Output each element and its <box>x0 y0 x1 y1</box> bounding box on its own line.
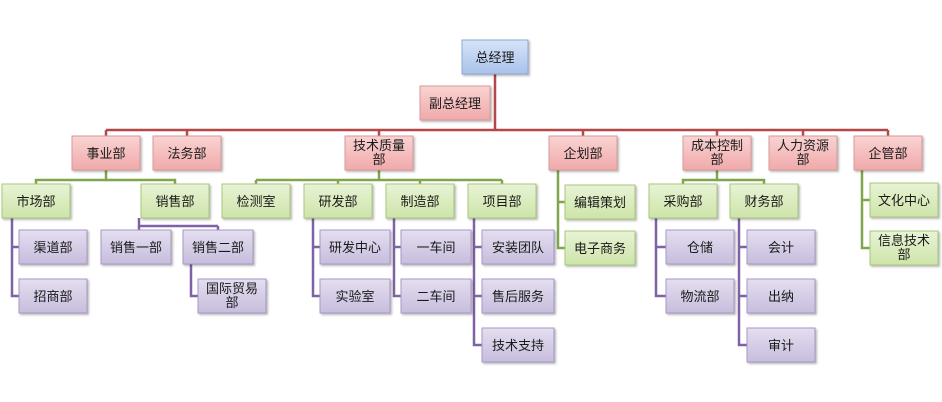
node-editing-label: 编辑策划 <box>574 195 626 211</box>
node-culture: 文化中心 <box>869 182 939 218</box>
node-infotech: 信息技术部 <box>869 230 939 266</box>
node-lab-label: 实验室 <box>335 289 374 305</box>
purple-connectors <box>10 218 747 347</box>
node-infotech-label: 信息技术部 <box>878 233 930 263</box>
node-workshop2: 二车间 <box>400 278 472 314</box>
node-costcontrol-label: 成本控制部 <box>691 139 743 168</box>
node-install: 安装团队 <box>481 229 555 265</box>
node-ecommerce-label: 电子商务 <box>574 241 626 257</box>
node-warehouse-label: 仓储 <box>687 241 713 256</box>
node-legal: 法务部 <box>152 135 222 171</box>
node-rdcenter-label: 研发中心 <box>329 240 381 256</box>
node-ceo: 总经理 <box>461 39 529 75</box>
node-business: 事业部 <box>71 135 141 171</box>
node-workshop2-label: 二车间 <box>416 289 455 305</box>
node-audit: 审计 <box>746 327 816 363</box>
node-legal-label: 法务部 <box>167 146 206 162</box>
node-techsupport-label: 技术支持 <box>492 339 544 354</box>
node-investment: 招商部 <box>18 278 88 314</box>
node-sales1-label: 销售一部 <box>110 240 162 256</box>
node-market-label: 市场部 <box>16 194 55 210</box>
node-sales1: 销售一部 <box>100 229 172 265</box>
node-vice: 副总经理 <box>419 85 491 121</box>
node-warehouse: 仓储 <box>665 229 735 265</box>
node-enterprise: 企管部 <box>853 135 923 171</box>
node-techsupport: 技术支持 <box>481 327 555 363</box>
node-install-label: 安装团队 <box>492 241 544 256</box>
node-project: 项目部 <box>467 183 537 219</box>
node-rdcenter: 研发中心 <box>319 229 391 265</box>
node-vice-label: 副总经理 <box>429 97 481 112</box>
node-finance: 财务部 <box>729 183 799 219</box>
node-logistics: 物流部 <box>665 278 735 314</box>
node-purchasing-label: 采购部 <box>663 194 702 210</box>
node-techquality: 技术质量部 <box>344 135 414 171</box>
node-manufacturing: 制造部 <box>385 183 455 219</box>
node-sales: 销售部 <box>140 183 210 219</box>
node-techquality-label: 技术质量部 <box>353 139 405 168</box>
node-purchasing: 采购部 <box>648 183 718 219</box>
node-enterprise-label: 企管部 <box>868 146 907 162</box>
node-finance-label: 财务部 <box>744 194 783 210</box>
node-ecommerce: 电子商务 <box>564 230 636 266</box>
node-editing: 编辑策划 <box>564 184 636 220</box>
node-ceo-label: 总经理 <box>475 51 514 66</box>
node-costcontrol: 成本控制部 <box>682 135 752 171</box>
node-lab: 实验室 <box>319 278 391 314</box>
node-aftersales: 售后服务 <box>481 278 555 314</box>
node-audit-label: 审计 <box>768 339 794 354</box>
node-workshop1-label: 一车间 <box>416 240 455 256</box>
node-hr: 人力资源部 <box>768 135 838 171</box>
node-planning-label: 企划部 <box>563 146 602 162</box>
node-business-label: 事业部 <box>86 147 125 162</box>
node-sales-label: 销售部 <box>155 194 194 210</box>
node-investment-label: 招商部 <box>33 290 72 305</box>
node-cashier: 出纳 <box>746 278 816 314</box>
node-rd: 研发部 <box>303 183 373 219</box>
node-accounting-label: 会计 <box>768 241 794 256</box>
node-rd-label: 研发部 <box>318 194 357 210</box>
node-cashier-label: 出纳 <box>768 290 794 305</box>
node-channel-label: 渠道部 <box>33 241 72 256</box>
node-channel: 渠道部 <box>18 229 88 265</box>
green-connectors <box>34 170 870 250</box>
node-planning: 企划部 <box>548 135 618 171</box>
node-sales2-label: 销售二部 <box>192 240 244 256</box>
node-sales2: 销售二部 <box>182 229 254 265</box>
node-accounting: 会计 <box>746 229 816 265</box>
node-inspection: 检测室 <box>221 183 291 219</box>
node-culture-label: 文化中心 <box>878 194 930 209</box>
red-connectors <box>104 74 890 136</box>
node-market: 市场部 <box>1 183 71 219</box>
node-workshop1: 一车间 <box>400 229 472 265</box>
node-manufacturing-label: 制造部 <box>400 195 439 210</box>
connector-lines <box>10 74 890 347</box>
node-intltrade: 国际贸易部 <box>197 278 267 314</box>
node-hr-label: 人力资源部 <box>777 139 829 168</box>
node-intltrade-label: 国际贸易部 <box>206 282 258 311</box>
node-aftersales-label: 售后服务 <box>492 289 544 305</box>
node-logistics-label: 物流部 <box>680 290 719 305</box>
node-project-label: 项目部 <box>482 195 521 210</box>
node-inspection-label: 检测室 <box>236 194 275 210</box>
